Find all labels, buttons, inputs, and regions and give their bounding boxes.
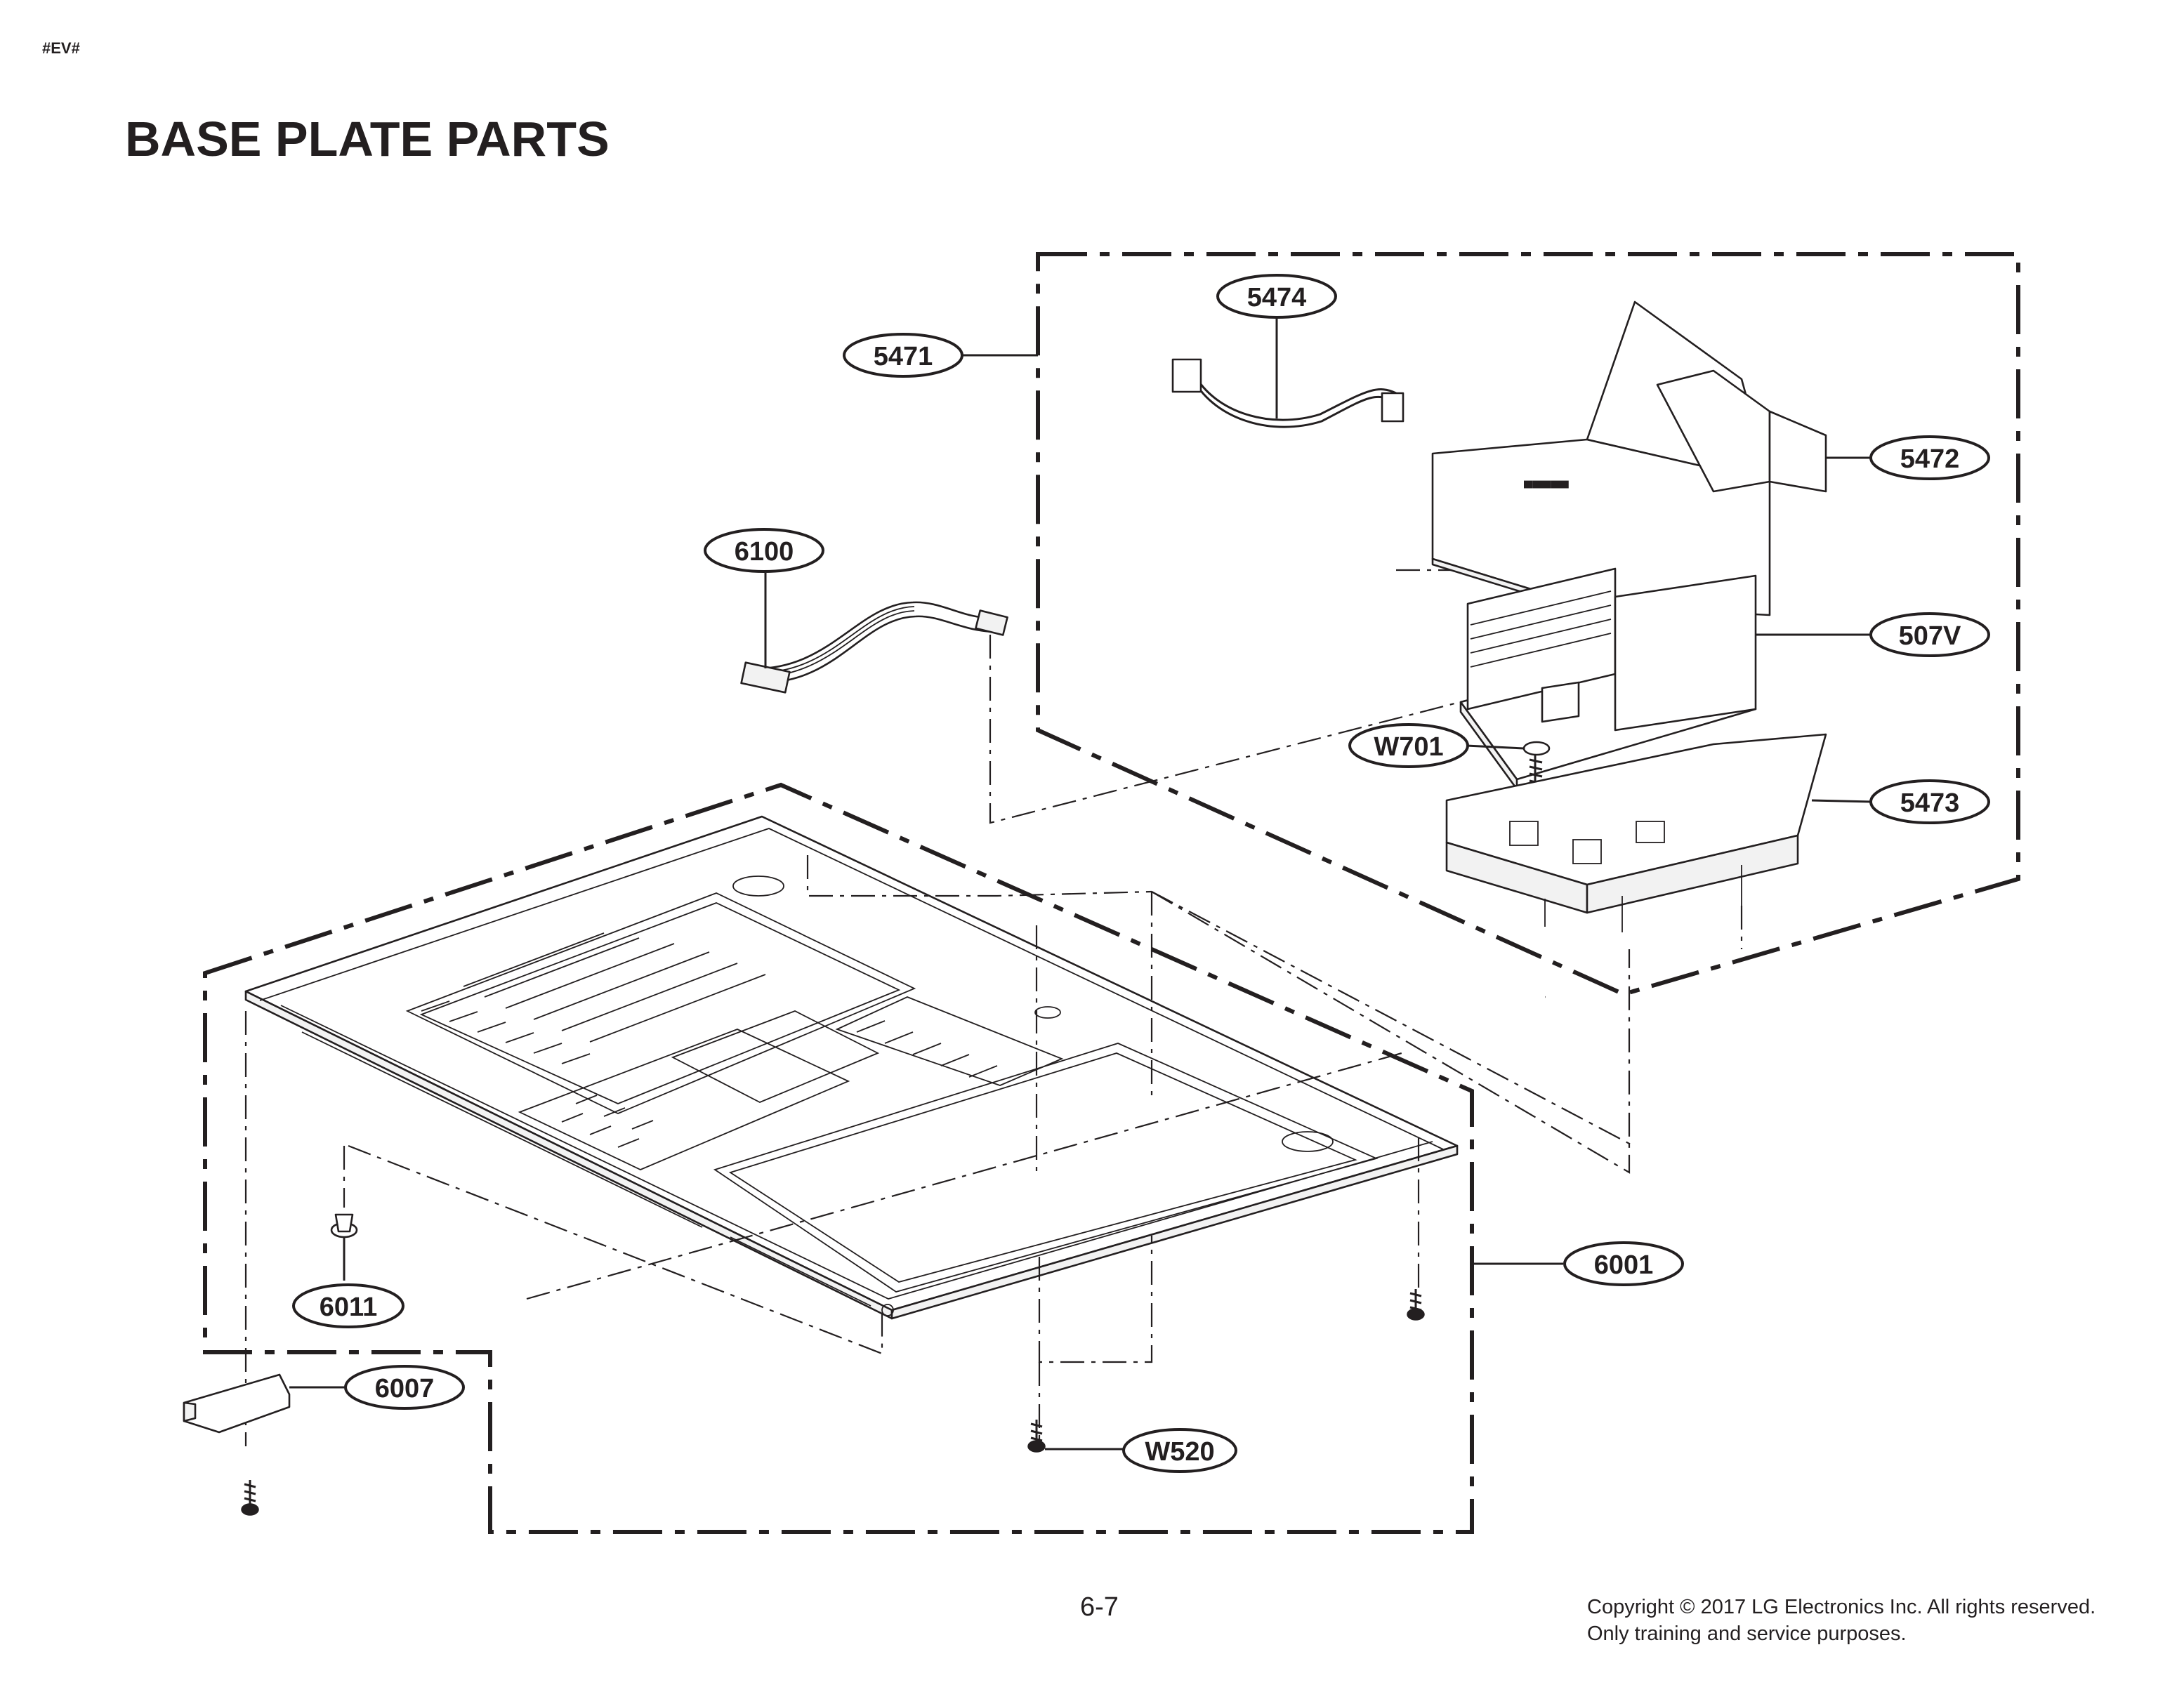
svg-text:6100: 6100 bbox=[735, 537, 794, 567]
svg-text:5472: 5472 bbox=[1900, 444, 1960, 474]
screw-left bbox=[241, 1480, 259, 1516]
wire-harness-5474 bbox=[1171, 358, 1405, 428]
base-plate-group-frame bbox=[203, 782, 1474, 1534]
svg-text:5471: 5471 bbox=[874, 342, 933, 371]
document-tag: #EV# bbox=[42, 39, 80, 57]
cover-label-marking: ▄▄▄▄▄ bbox=[1524, 473, 1569, 489]
shield-cover-5472: ▄▄▄▄▄ bbox=[1431, 300, 1827, 622]
vent-slots bbox=[421, 932, 998, 1148]
callout-507V: 507V bbox=[1869, 612, 1990, 657]
svg-text:5473: 5473 bbox=[1900, 788, 1960, 818]
clip-6007 bbox=[183, 1373, 291, 1434]
screw-right bbox=[1407, 1289, 1425, 1321]
support-bracket-5473 bbox=[1445, 733, 1827, 932]
callout-6011: 6011 bbox=[292, 1283, 404, 1328]
callout-6100: 6100 bbox=[704, 528, 824, 573]
ribbon-cable-6100 bbox=[740, 601, 1008, 694]
page-number: 6-7 bbox=[1080, 1592, 1119, 1622]
callout-5474: 5474 bbox=[1216, 274, 1337, 319]
callout-6007: 6007 bbox=[344, 1365, 465, 1410]
callout-W701: W701 bbox=[1348, 723, 1469, 768]
svg-text:6007: 6007 bbox=[375, 1374, 435, 1403]
callout-6001: 6001 bbox=[1563, 1241, 1684, 1286]
fastener-6011 bbox=[330, 1213, 358, 1238]
svg-text:W520: W520 bbox=[1145, 1437, 1214, 1467]
screw-W520 bbox=[1027, 1420, 1046, 1453]
svg-text:507V: 507V bbox=[1899, 621, 1961, 651]
svg-text:5474: 5474 bbox=[1247, 283, 1307, 312]
callout-leaders bbox=[289, 315, 1873, 1451]
callout-W520: W520 bbox=[1122, 1428, 1237, 1473]
copyright-notice: Copyright © 2017 LG Electronics Inc. All… bbox=[1587, 1594, 2096, 1647]
base-plate bbox=[244, 815, 1459, 1320]
callout-5471: 5471 bbox=[843, 333, 963, 378]
copyright-line-2: Only training and service purposes. bbox=[1587, 1623, 1907, 1645]
callout-5473: 5473 bbox=[1869, 779, 1990, 824]
copyright-line-1: Copyright © 2017 LG Electronics Inc. All… bbox=[1587, 1596, 2096, 1618]
callout-5472: 5472 bbox=[1869, 435, 1990, 480]
svg-text:6011: 6011 bbox=[320, 1293, 377, 1322]
svg-text:W701: W701 bbox=[1374, 732, 1443, 762]
pcb-assembly-group-frame bbox=[1036, 252, 2020, 997]
svg-text:6001: 6001 bbox=[1594, 1250, 1654, 1280]
page-title: BASE PLATE PARTS bbox=[125, 112, 610, 166]
assembly-leader-lines bbox=[244, 569, 1743, 1446]
